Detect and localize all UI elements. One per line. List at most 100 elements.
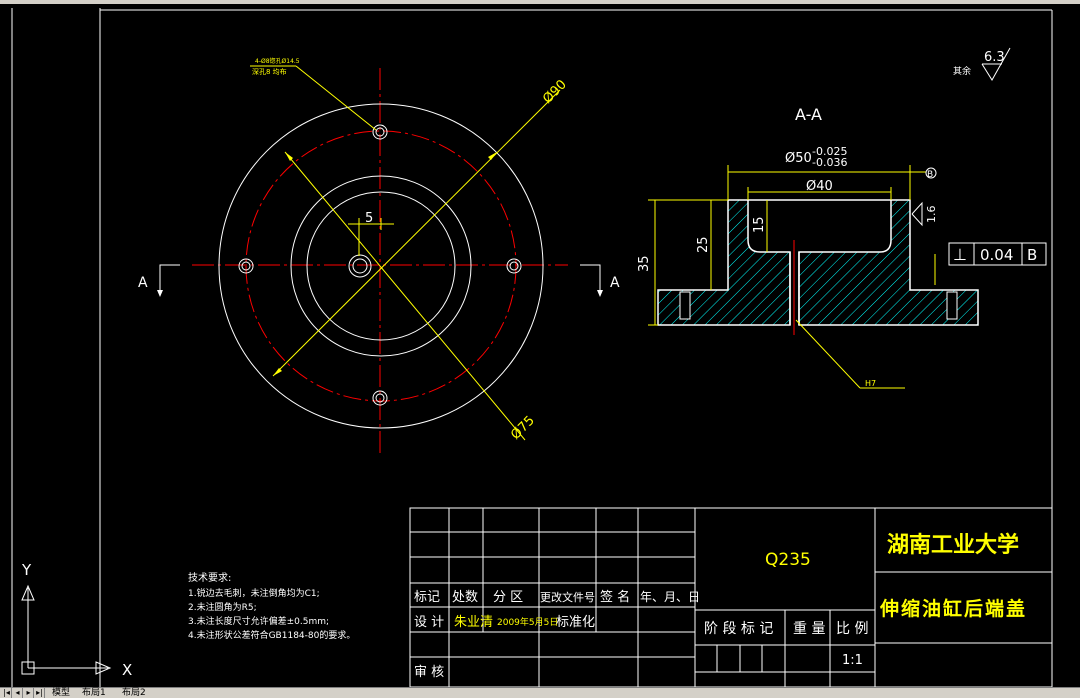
- section-title: A-A: [795, 105, 822, 124]
- hole-callout-leader: [295, 65, 377, 131]
- designer-name: 朱业清: [454, 615, 493, 630]
- header-sign: 签 名: [600, 589, 630, 605]
- tech-title: 技术要求:: [188, 571, 231, 584]
- section-arrow-right: [597, 290, 603, 297]
- tab-model[interactable]: 模型: [52, 688, 71, 698]
- h15-label: 15: [752, 216, 767, 233]
- section-label-left: A: [138, 275, 148, 291]
- section-mark-left: [159, 264, 180, 290]
- std-label: 标准化: [556, 615, 595, 630]
- ucs-icon: Y X: [21, 561, 132, 679]
- design-date: 2009年5月5日: [497, 616, 558, 628]
- d40-label: Ø40: [806, 179, 833, 194]
- bolt-hole-inner: [375, 127, 385, 137]
- tech-item: 3.未注长度尺寸允许偏差±0.5mm;: [188, 615, 329, 627]
- d90-label: Ø90: [540, 77, 570, 107]
- surface-finish-note: 其余 6.3: [953, 47, 1011, 81]
- tol-symbol: ⊥: [953, 245, 967, 264]
- hole-callout-1: 4-Ø8锪孔Ø14.5: [255, 57, 300, 65]
- header-date: 年、月、日: [640, 590, 700, 604]
- outer-circle-d90: [218, 103, 544, 429]
- roughness-symbol: [911, 201, 923, 227]
- section-label-right: A: [610, 275, 620, 291]
- bolt-circle-d75: [245, 130, 517, 402]
- d50-label: Ø50: [785, 151, 812, 166]
- front-view: Ø90 Ø75 5 4-Ø8锪孔Ø14.5 深孔8 均布 A A: [138, 57, 620, 455]
- tab-layout2[interactable]: 布局2: [122, 688, 146, 698]
- section-view: A-A Ø50 -0.025 -0.036 Ø40 B 35: [637, 105, 1047, 389]
- bolt-hole: [238, 258, 254, 274]
- ucs-origin-box: [21, 661, 35, 675]
- h25-label: 25: [696, 236, 711, 253]
- title-block: [409, 507, 1053, 688]
- datum-circle: [925, 167, 937, 179]
- hole-callout-2: 深孔8 均布: [252, 67, 287, 76]
- scale-value: 1:1: [842, 653, 863, 668]
- tech-requirements: 技术要求: 1.锐边去毛刺，未注倒角均为C1; 2.未注圆角为R5; 3.未注长…: [188, 571, 355, 641]
- h7-label: H7: [865, 379, 876, 388]
- tolerance-frame: [948, 242, 1047, 266]
- hub-outer-circle: [290, 175, 472, 357]
- ucs-y-arrow: [21, 584, 35, 601]
- header-zone: 分 区: [493, 590, 523, 605]
- datum-letter: B: [927, 170, 933, 180]
- school-name: 湖南工业大学: [887, 532, 1019, 558]
- surface-value: 6.3: [984, 50, 1005, 65]
- bolt-hole: [506, 258, 522, 274]
- counterbore-left: [679, 291, 691, 320]
- weight-header: 重 量: [793, 621, 825, 637]
- counterbore-right: [946, 291, 958, 320]
- bolt-hole-inner: [241, 261, 251, 271]
- ucs-y-label: Y: [21, 561, 32, 579]
- arrowhead: [285, 152, 293, 161]
- oil-hole-outer: [348, 254, 372, 278]
- dim-5-label: 5: [365, 211, 373, 226]
- section-body-left: [657, 199, 791, 326]
- ucs-x-arrow: [95, 661, 112, 675]
- tab-layout1[interactable]: 布局1: [82, 688, 106, 698]
- h35-label: 35: [637, 255, 652, 272]
- next-tab-icon[interactable]: ▸: [24, 688, 34, 698]
- tech-item: 2.未注圆角为R5;: [188, 601, 257, 613]
- h7-leader: [795, 319, 861, 389]
- d75-label: Ø75: [508, 413, 538, 443]
- scale-header: 比 例: [836, 621, 868, 637]
- section-body-right: [798, 199, 979, 326]
- ucs-x-label: X: [122, 661, 132, 679]
- tol-datum: B: [1027, 246, 1037, 264]
- d75-leader: [284, 151, 526, 441]
- review-label: 审 核: [414, 665, 444, 680]
- oil-hole-inner: [352, 258, 368, 274]
- bolt-holes: [238, 124, 522, 406]
- d50-tol-lower: -0.036: [812, 156, 847, 169]
- layout-tab-bar: |◂ ◂ ▸ ▸| 模型 布局1 布局2: [0, 687, 1080, 698]
- hub-bore-circle: [306, 191, 456, 341]
- tech-item: 4.未注形状公差符合GB1184-80的要求。: [188, 629, 355, 641]
- part-name: 伸缩油缸后端盖: [879, 597, 1027, 620]
- arrowhead: [273, 368, 282, 376]
- header-docno: 更改文件号: [540, 590, 595, 604]
- tech-item: 1.锐边去毛刺，未注倒角均为C1;: [188, 587, 320, 599]
- surface-note: 其余: [953, 65, 971, 77]
- roughness-16: 1.6: [925, 206, 938, 224]
- header-mark: 标记: [414, 590, 440, 605]
- arrowhead: [488, 152, 497, 160]
- stage-header: 阶 段 标 记: [704, 621, 773, 637]
- bolt-hole-inner: [375, 393, 385, 403]
- bolt-hole: [372, 124, 388, 140]
- section-mark-right: [580, 264, 601, 290]
- title-block-text: Q235 湖南工业大学 伸缩油缸后端盖 标记 处数 分 区 更改文件号 签 名 …: [414, 532, 1027, 680]
- d90-leader: [272, 89, 561, 377]
- tol-value: 0.04: [980, 246, 1013, 264]
- design-label: 设 计: [414, 615, 444, 630]
- bolt-hole: [372, 390, 388, 406]
- prev-tab-icon[interactable]: ◂: [13, 688, 23, 698]
- first-tab-icon[interactable]: |◂: [2, 688, 12, 698]
- surface-finish-symbol: [981, 47, 1011, 81]
- last-tab-icon[interactable]: ▸|: [35, 688, 45, 698]
- bolt-hole-inner: [509, 261, 519, 271]
- section-arrow-left: [157, 290, 163, 297]
- d50-tol-upper: -0.025: [812, 145, 847, 158]
- window-top-strip: [0, 0, 1080, 4]
